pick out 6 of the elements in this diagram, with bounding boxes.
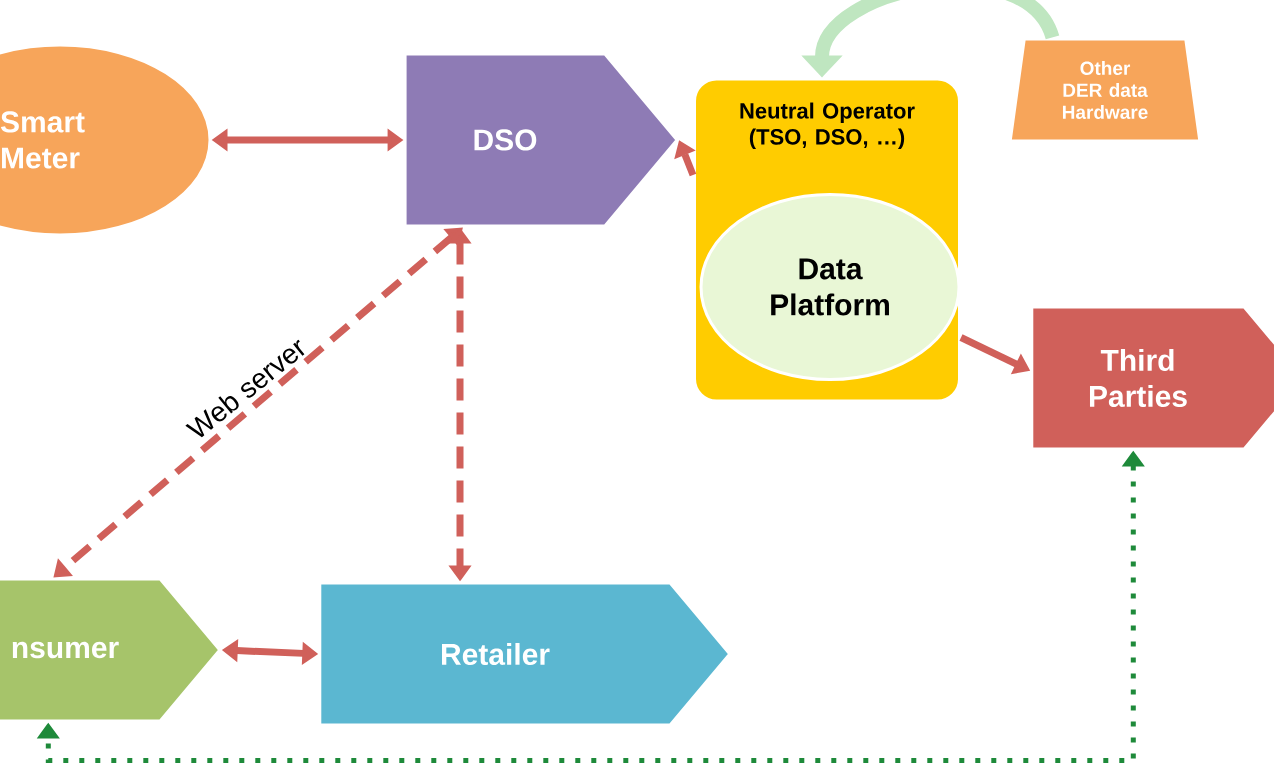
arrow-box: DSO	[403, 52, 680, 228]
trapezoid-box: Other DER data Hardware	[1008, 37, 1202, 143]
arrow-box: nsumer	[0, 577, 222, 723]
ellipse-node: Data Platform	[699, 193, 961, 381]
arrow-box: Third Parties	[1030, 305, 1274, 451]
arrow-box: Retailer	[318, 581, 732, 727]
